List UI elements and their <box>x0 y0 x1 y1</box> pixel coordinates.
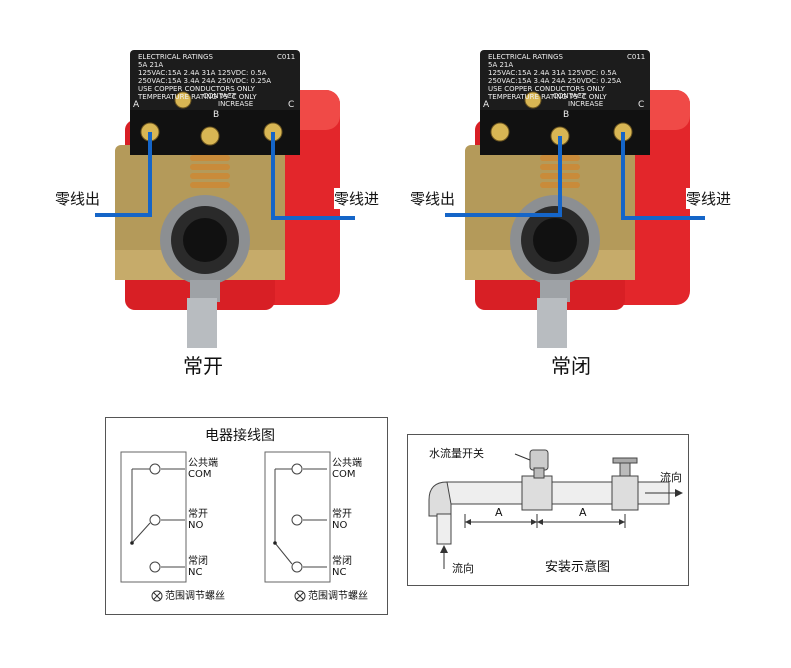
caption-normally-open: 常开 <box>183 354 223 378</box>
rating-line: 125VAC:15A 2.4A 31A 125VDC: 0.5A <box>488 69 617 77</box>
terminal-b-label: B <box>213 110 220 120</box>
install-diagram-title: 安装示意图 <box>545 560 611 575</box>
rating-line: 125VAC:15A 2.4A 31A 125VDC: 0.5A <box>138 69 267 77</box>
dimension-a-1: A <box>495 506 503 519</box>
com-label: COM <box>188 469 212 480</box>
wire-out-label: 零线出 <box>55 188 101 209</box>
nc-cn-label: 常闭 <box>188 556 208 567</box>
rating-header: ELECTRICAL RATINGS <box>138 53 213 61</box>
terminal-c-label: C <box>638 100 645 110</box>
contact-label: CONTACT <box>553 92 587 100</box>
no-cn-label: 常开 <box>188 509 208 520</box>
flow-direction-right: 流向 <box>660 471 682 484</box>
rating-line: USE COPPER CONDUCTORS ONLY <box>138 85 255 93</box>
rating-line: 5A 21A <box>488 61 514 69</box>
no-cn-label: 常开 <box>332 509 352 520</box>
switch-photo-normally-open <box>95 50 355 348</box>
nc-label: NC <box>332 567 347 578</box>
increase-label: INCREASE <box>218 100 254 108</box>
wire-out-label: 零线出 <box>410 188 456 209</box>
contact-label: CONTACT <box>203 92 237 100</box>
terminal-a-label: A <box>483 100 490 110</box>
terminal-c-label: C <box>288 100 295 110</box>
flow-direction-bottom: 流向 <box>452 562 474 575</box>
adjust-screw-note: 范围调节螺丝 <box>165 591 225 602</box>
wiring-diagram-title: 电器接线图 <box>205 428 275 444</box>
terminal-a-label: A <box>133 100 140 110</box>
switch-photo-normally-closed <box>445 50 705 348</box>
dimension-a-2: A <box>579 506 587 519</box>
no-label: NO <box>188 520 204 531</box>
install-schematic <box>428 449 683 569</box>
rating-line: 250VAC:15A 3.4A 24A 250VDC: 0.25A <box>488 77 621 85</box>
rating-line: 5A 21A <box>138 61 164 69</box>
increase-label: INCREASE <box>568 100 604 108</box>
com-label: COM <box>332 469 356 480</box>
com-cn-label: 公共端 <box>188 458 218 469</box>
nc-label: NC <box>188 567 203 578</box>
rating-line: USE COPPER CONDUCTORS ONLY <box>488 85 605 93</box>
com-cn-label: 公共端 <box>332 458 362 469</box>
adjust-screw-note: 范围调节螺丝 <box>308 591 368 602</box>
rating-header: ELECTRICAL RATINGS <box>488 53 563 61</box>
wire-in-label: 零线进 <box>686 188 732 209</box>
terminal-b-label: B <box>563 110 570 120</box>
rating-line: TEMPERATURE RATING 75°C ONLY <box>138 93 257 101</box>
no-label: NO <box>332 520 348 531</box>
rating-line: TEMPERATURE RATING 75°C ONLY <box>488 93 607 101</box>
flow-switch-label: 水流量开关 <box>429 447 484 460</box>
caption-normally-closed: 常闭 <box>551 354 591 378</box>
model-number: C011 <box>277 53 296 61</box>
model-number: C011 <box>627 53 646 61</box>
wiring-schematic <box>120 451 331 602</box>
rating-line: 250VAC:15A 3.4A 24A 250VDC: 0.25A <box>138 77 271 85</box>
wire-in-label: 零线进 <box>334 188 380 209</box>
nc-cn-label: 常闭 <box>332 556 352 567</box>
